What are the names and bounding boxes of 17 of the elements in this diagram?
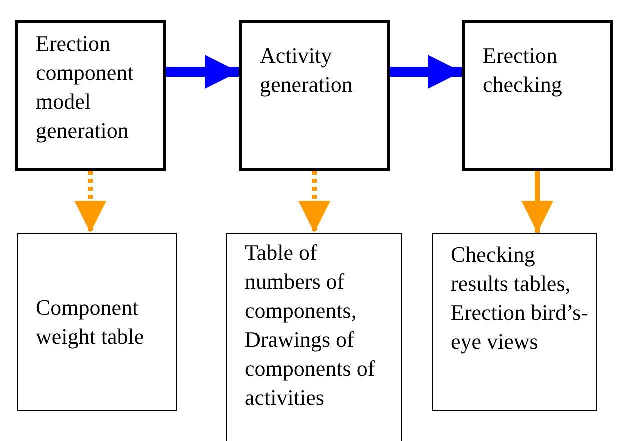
box-text: Erection checking <box>483 42 564 99</box>
arrow <box>298 171 330 233</box>
box-text: Checking results tables, Erection bird’s-eye views <box>451 241 590 356</box>
process-box <box>462 20 613 171</box>
arrow <box>166 55 239 89</box>
process-box <box>432 233 597 411</box>
process-box <box>15 20 166 171</box>
box-text: Table of numbers of components, Drawings of components of activities <box>245 239 376 412</box>
process-box <box>17 233 177 411</box>
process-box <box>226 233 402 441</box>
box-text: Erection component model generation <box>36 30 135 145</box>
process-box <box>239 20 390 171</box>
arrow <box>74 171 106 233</box>
arrow <box>522 171 554 233</box>
arrow <box>390 55 462 89</box>
box-text: Activity generation <box>260 42 354 99</box>
box-text: Component weight table <box>36 294 146 351</box>
